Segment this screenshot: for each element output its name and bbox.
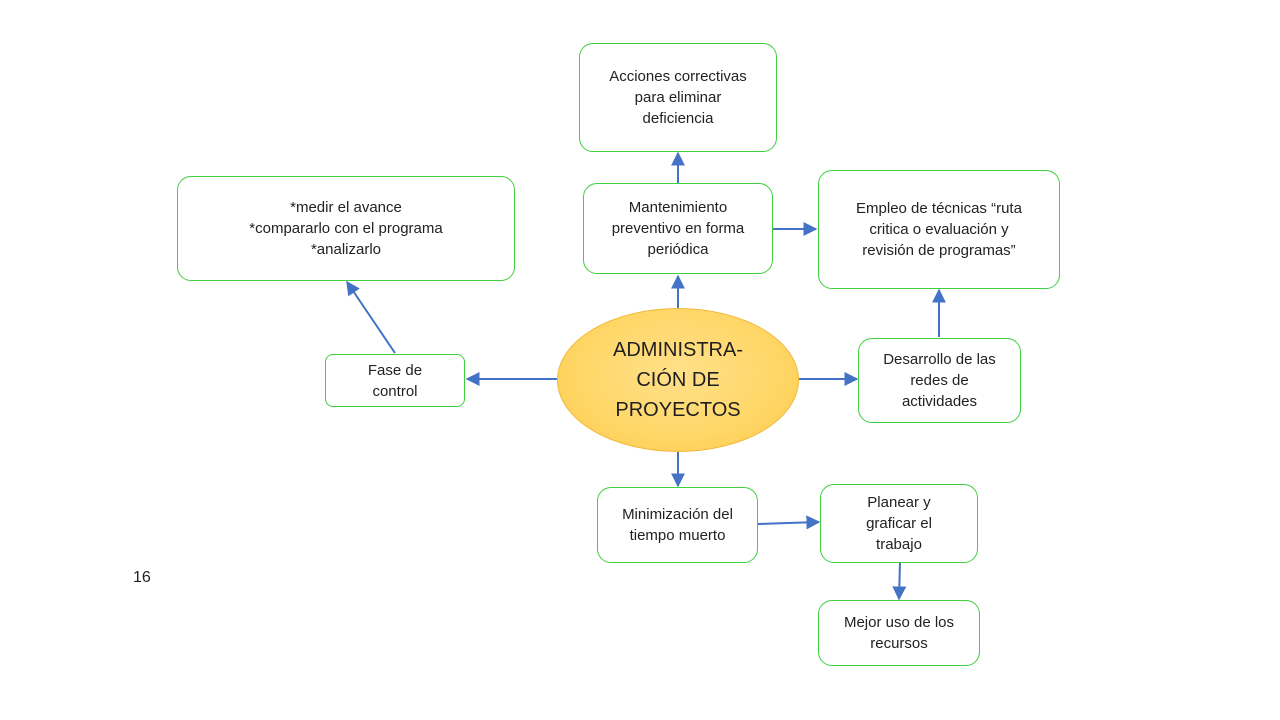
center-line: PROYECTOS	[615, 399, 741, 421]
node-line: *analizarlo	[310, 241, 382, 258]
node-line: Mejor uso de los	[843, 614, 955, 631]
arrow-fase-to-medir	[346, 280, 396, 354]
arrow-minimizacion-to-planear	[757, 515, 821, 530]
node-fase-control: Fase de control	[325, 354, 465, 407]
node-line: Fase de	[367, 361, 423, 379]
center-line: CIÓN DE	[636, 369, 720, 391]
node-mejor-uso-recursos: Mejor uso de los recursos	[818, 600, 980, 666]
node-line: critica o evaluación y	[869, 221, 1009, 238]
node-line: tiempo muerto	[629, 527, 726, 544]
node-planear-graficar: Planear y graficar el trabajo	[820, 484, 978, 563]
node-medir-avance: *medir el avance *compararlo con el prog…	[177, 176, 515, 281]
node-line: para eliminar	[634, 89, 722, 106]
node-line: Mantenimiento	[628, 199, 728, 216]
node-line: *compararlo con el programa	[249, 220, 443, 237]
page-number: 16	[133, 569, 151, 586]
node-minimizacion-tiempo: Minimización del tiempo muerto	[597, 487, 758, 563]
node-line: Desarrollo de las	[883, 351, 996, 368]
node-line: recursos	[870, 635, 928, 652]
center-node-administracion: ADMINISTRA- CIÓN DE PROYECTOS	[557, 308, 799, 452]
node-line: preventivo en forma	[611, 220, 745, 237]
node-line: Empleo de técnicas “ruta	[856, 200, 1022, 217]
center-line: ADMINISTRA-	[613, 339, 743, 361]
node-line: graficar el	[866, 515, 932, 532]
arrow-planear-to-mejor	[892, 561, 907, 601]
node-line: Minimización del	[622, 506, 733, 523]
node-line: redes de	[910, 372, 969, 389]
node-line: deficiencia	[642, 110, 714, 127]
node-empleo-tecnicas: Empleo de técnicas “ruta critica o evalu…	[818, 170, 1060, 289]
node-line: periódica	[647, 241, 709, 258]
node-acciones-correctivas: Acciones correctivas para eliminar defic…	[579, 43, 777, 152]
node-desarrollo-redes: Desarrollo de las redes de actividades	[858, 338, 1021, 423]
node-line: actividades	[901, 393, 978, 410]
node-line: trabajo	[876, 536, 922, 553]
node-line: *medir el avance	[290, 199, 402, 216]
node-line: revisión de programas”	[862, 242, 1016, 259]
node-line: Planear y	[867, 494, 931, 511]
node-mantenimiento-preventivo: Mantenimiento preventivo en forma periód…	[583, 183, 773, 274]
node-line: control	[372, 382, 418, 400]
node-line: Acciones correctivas	[609, 68, 747, 85]
